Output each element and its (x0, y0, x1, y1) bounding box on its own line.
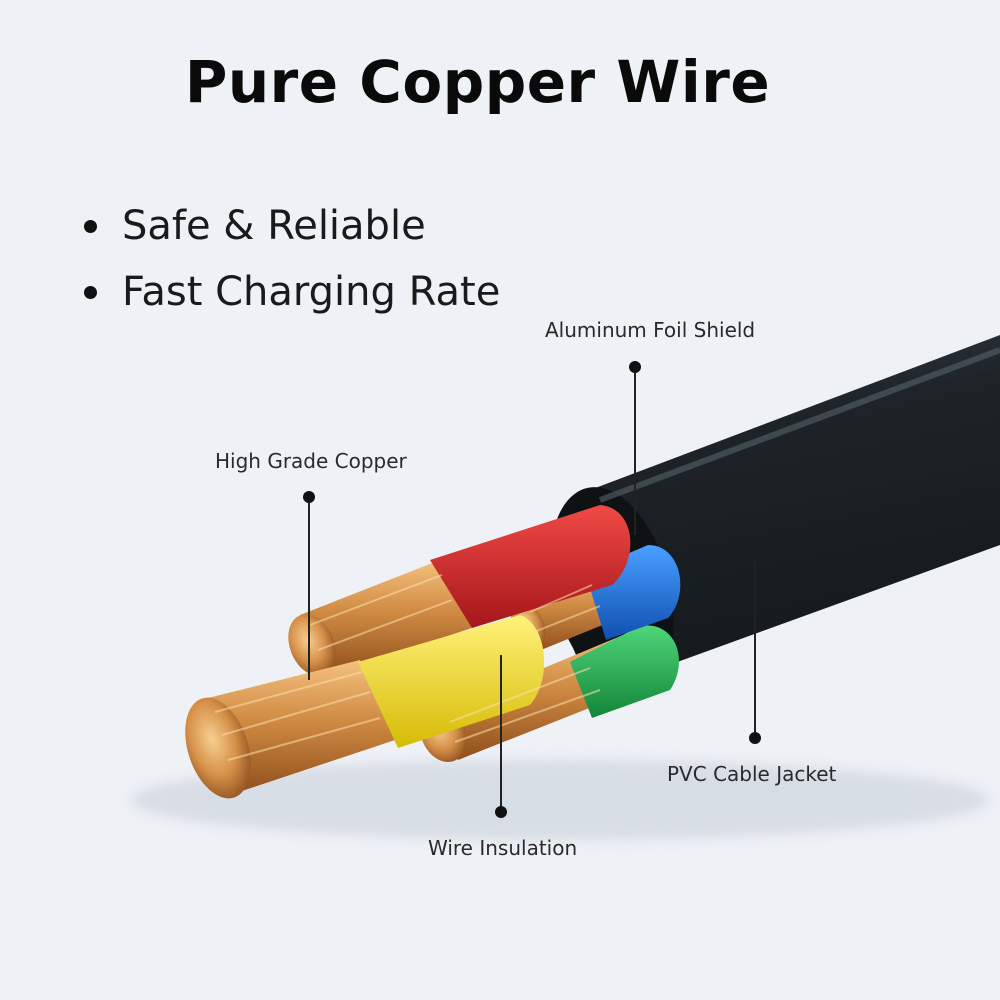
copper-strands (214, 574, 601, 761)
feature-label: Safe & Reliable (122, 203, 426, 249)
red-core (288, 505, 631, 676)
callout-aluminum-foil-shield: Aluminum Foil Shield (545, 318, 756, 342)
callout-dots (303, 361, 761, 818)
feature-item: Safe & Reliable (82, 196, 500, 262)
feature-list: Safe & Reliable Fast Charging Rate (82, 196, 500, 328)
yellow-core (185, 615, 545, 799)
cable-shadow (130, 760, 990, 840)
callout-lines (308, 367, 756, 812)
feature-item: Fast Charging Rate (82, 262, 500, 328)
page-title: Pure Copper Wire (184, 48, 771, 116)
callout-pvc-cable-jacket: PVC Cable Jacket (667, 762, 837, 786)
callout-wire-insulation: Wire Insulation (428, 836, 578, 860)
feature-label: Fast Charging Rate (122, 269, 501, 315)
bullet-icon (84, 220, 97, 233)
callout-high-grade-copper: High Grade Copper (215, 449, 407, 473)
bullet-icon (84, 286, 97, 299)
